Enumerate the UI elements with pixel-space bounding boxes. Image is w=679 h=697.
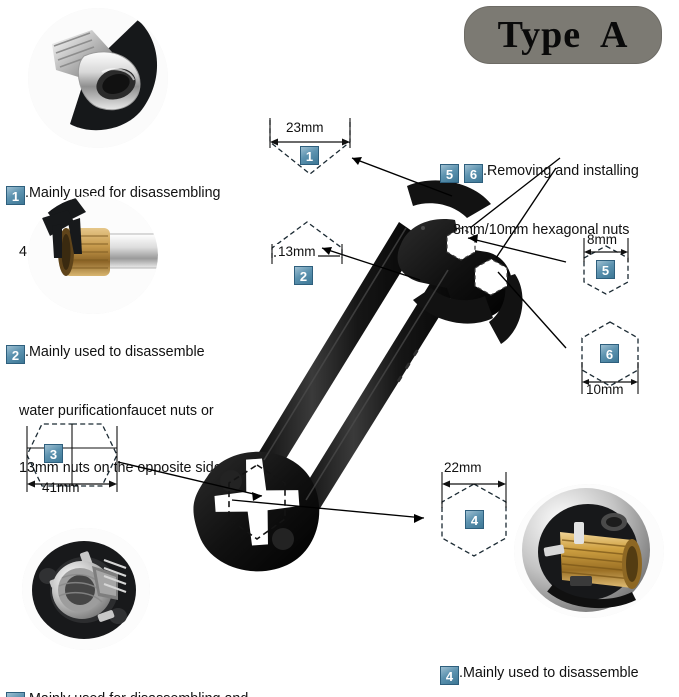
caption-56-line-2: 8mm/10mm hexagonal nuts [453,222,630,238]
caption-4-text-1: .Mainly used to disassemble [459,665,639,681]
caption-2-line-2: water purificationfaucet nuts or [19,403,214,419]
chip-4: 4 [440,666,459,685]
dim-23mm-label: 23mm [286,120,324,135]
dim-10mm-label: 10mm [586,382,624,397]
chip-4-dim: 4 [465,510,484,529]
caption-callout-2: 2.Mainly used to disassemble water purif… [6,305,266,516]
chip-1-dim: 1 [300,146,319,165]
diagram-22mm-art [441,472,507,557]
chip-5-dim: 5 [596,260,615,279]
caption-3-line-1: 3.Mainly used for disassembling and [6,690,286,697]
caption-callout-4: 4.Mainly used to disassemble 4 points fo… [440,626,679,697]
diagram-41mm: 3 41mm [10,422,134,500]
chip-2: 2 [6,345,25,364]
caption-2-text-1: .Mainly used to disassemble [25,344,205,360]
photo-2-art [28,196,158,314]
diagram-41mm-art [26,423,118,492]
chip-2-dim: 2 [294,266,313,285]
photo-3-art [22,528,150,650]
chip-5: 5 [440,164,459,183]
dim-41mm-label: 41mm [42,480,80,495]
diagram-22mm: 22mm 4 [424,458,524,562]
caption-callout-3: 3.Mainly used for disassembling and moun… [6,652,286,697]
diagram-13mm: 13mm 2 [264,218,350,290]
diagram-10mm: 6 10mm [566,318,654,406]
dim-13mm-label: 13mm [276,244,318,259]
photo-callout-4 [514,484,664,618]
photo-callout-2 [28,196,158,314]
type-badge-label: Type A [497,14,629,56]
chip-3: 3 [44,444,63,463]
chip-6: 6 [464,164,483,183]
photo-callout-3 [22,528,150,650]
diagram-23mm-art [269,118,351,175]
photo-4-art [514,484,664,618]
caption-56-text-1: .Removing and installing [483,163,639,179]
dim-8mm-label: 8mm [587,232,617,247]
chip-6-dim: 6 [600,344,619,363]
caption-4-line-1: 4.Mainly used to disassemble [440,664,679,685]
caption-2-line-1: 2.Mainly used to disassemble [6,343,266,364]
chip-3-caption: 3 [6,692,25,697]
type-badge: Type A [464,6,662,64]
photo-1-art [28,8,168,148]
caption-3-text-1: .Mainly used for disassembling and [25,691,248,697]
diagram-8mm: 8mm 5 [570,232,642,304]
diagram-23mm: 23mm 1 [262,118,358,190]
photo-callout-1 [28,8,168,148]
chip-1: 1 [6,186,25,205]
dim-22mm-label: 22mm [444,460,482,475]
diagram-8mm-art [583,238,629,295]
diagram-10mm-art [581,321,639,394]
